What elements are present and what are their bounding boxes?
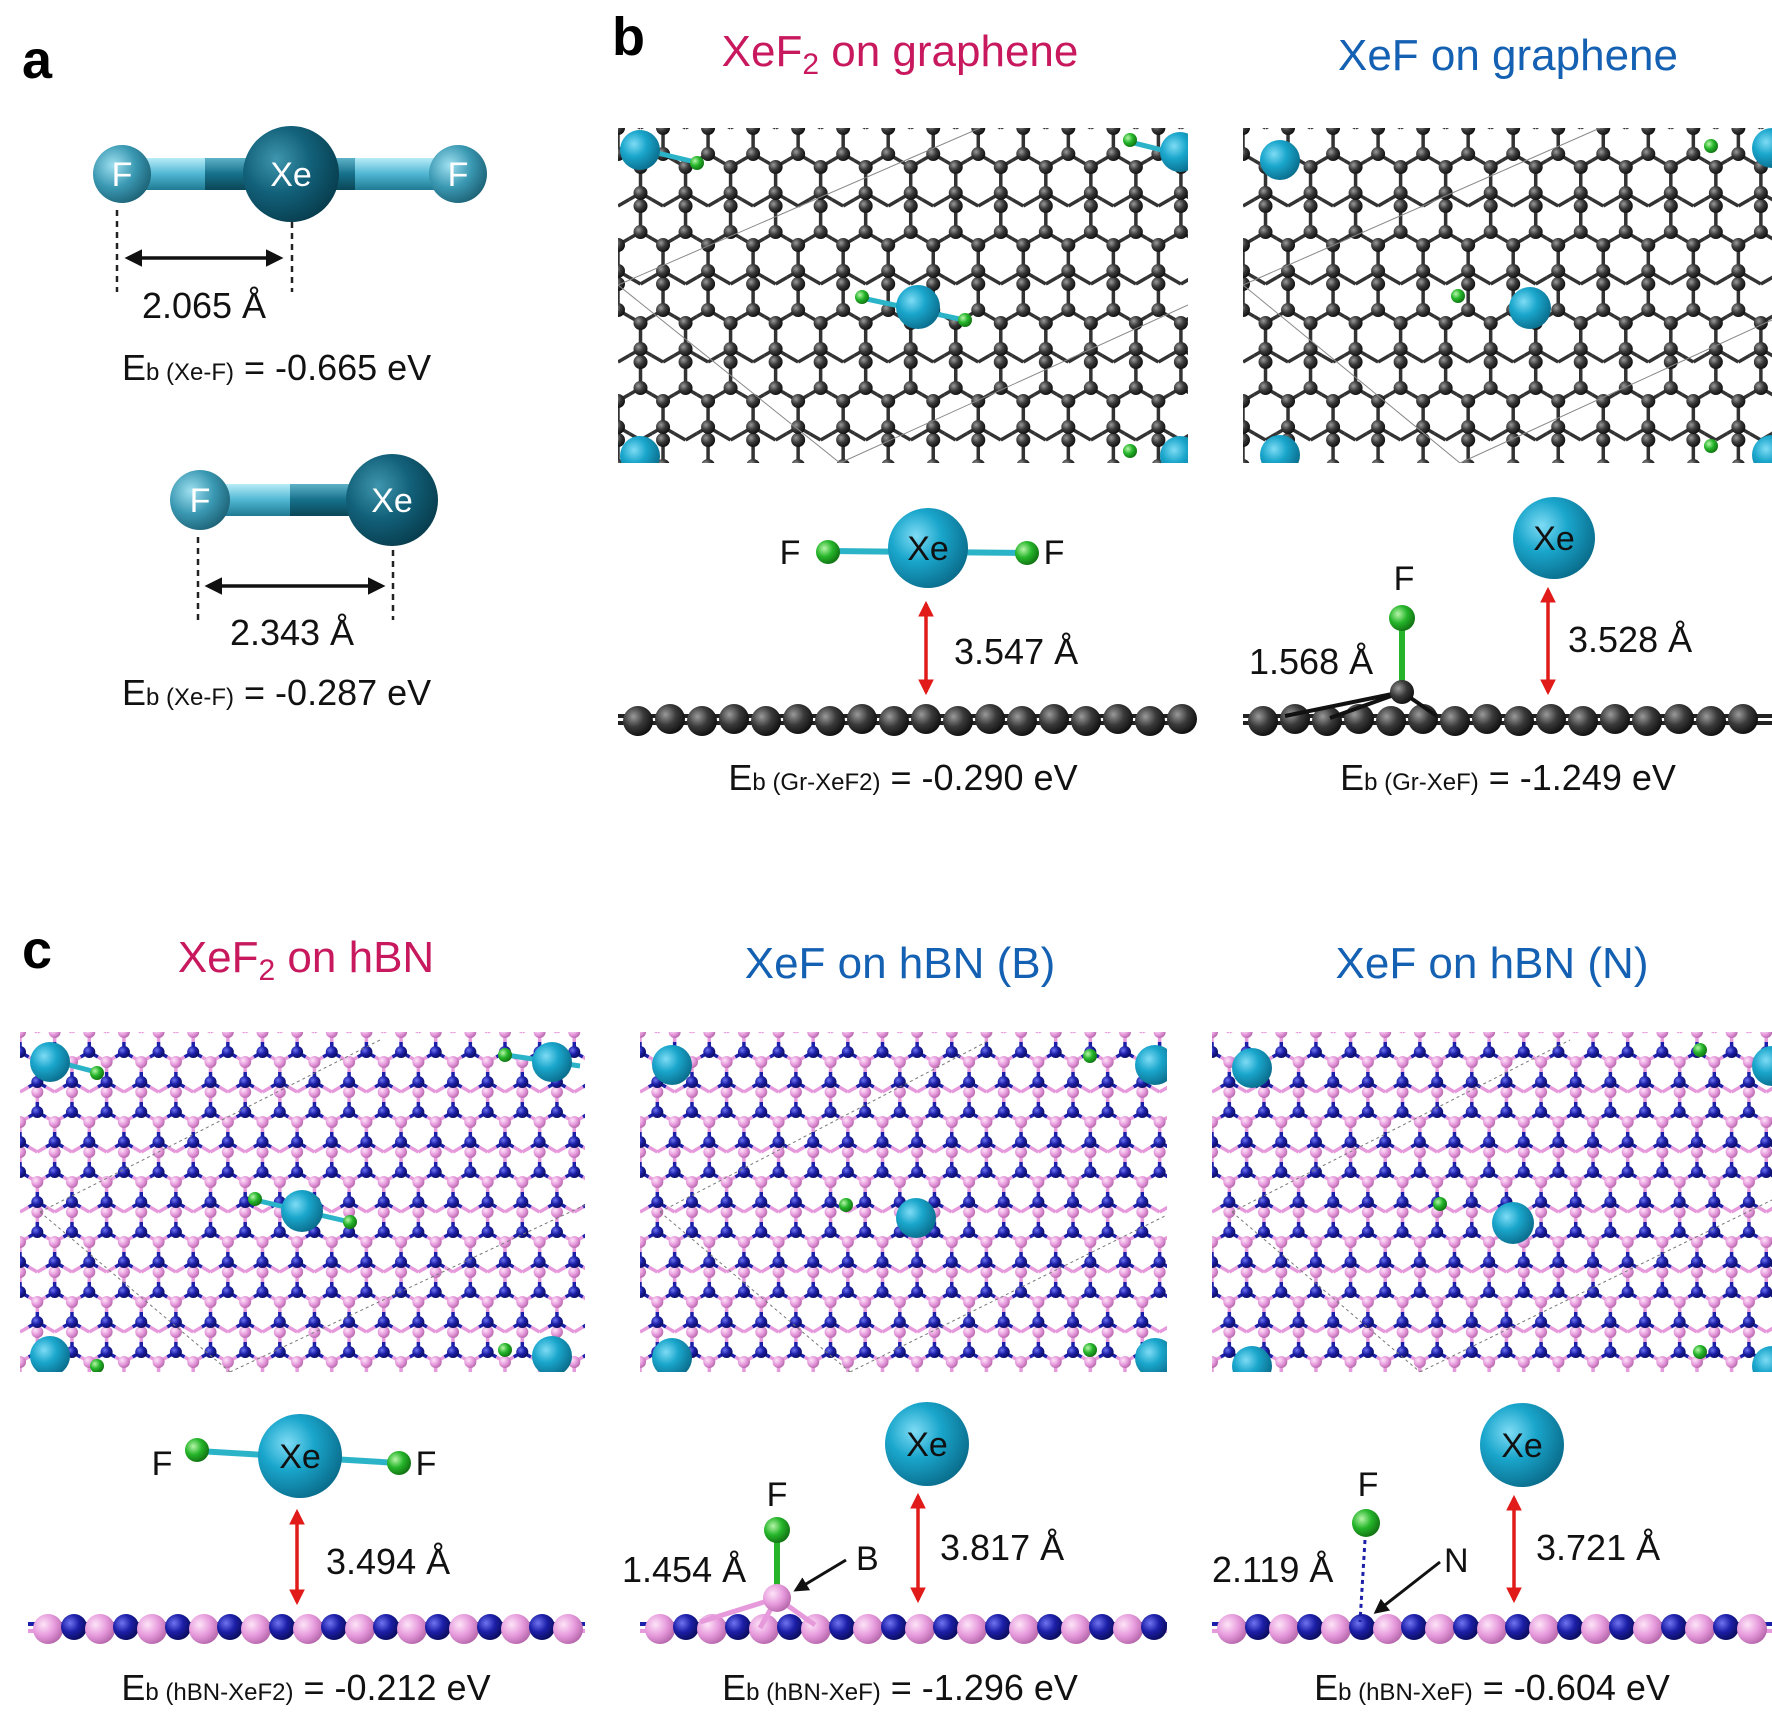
xef-bond-length: 2.343 Å — [230, 612, 354, 653]
xe-atom — [888, 508, 968, 588]
adsorption-height: 3.547 Å — [954, 631, 1078, 672]
xef2-isolated-molecule: F Xe F 2.065 Å Eb (Xe-F) = -0.665 eV — [93, 126, 487, 388]
f-atom — [1352, 1509, 1380, 1537]
graphene-side-view-xef2: F Xe F 3.547 Å Eb (Gr-XeF2) = -0.290 eV — [618, 508, 1197, 798]
graphene-top-view-xef2 — [618, 128, 1188, 463]
site-pointer-arrow — [793, 1558, 847, 1592]
graphene-side-view-xef: Xe F 1.568 Å 3.528 Å Eb (Gr-XeF) = -1.24… — [1243, 497, 1772, 798]
panel-b-right-binding-energy: Eb (Gr-XeF) = -1.249 eV — [1340, 757, 1676, 798]
hbn-side-view-xef-b: Xe F 1.454 Å B 3.817 Å Eb (hBN-XeF) = -1… — [622, 1402, 1167, 1708]
panel-b-left-title: XeF2 on graphene — [722, 27, 1079, 81]
f-atom-left — [93, 145, 151, 203]
f-label: F — [190, 482, 211, 520]
hbn-top-view-xef-b — [640, 1032, 1167, 1372]
site-label-b: B — [856, 1540, 879, 1578]
f-right-label: F — [416, 1445, 437, 1483]
xe-atom — [1480, 1403, 1564, 1487]
cell-outline — [659, 1039, 1167, 1372]
xe-atom — [243, 126, 339, 222]
f-left-label: F — [112, 156, 133, 194]
f-left-label: F — [152, 1445, 173, 1483]
xe-label: Xe — [1533, 520, 1575, 558]
panel-c-right-binding-energy: Eb (hBN-XeF) = -0.604 eV — [1314, 1667, 1670, 1708]
panel-b-left-binding-energy: Eb (Gr-XeF2) = -0.290 eV — [728, 757, 1077, 798]
lifted-boron-atom — [763, 1584, 791, 1612]
lifted-carbon-atom — [1390, 680, 1414, 704]
xe-label: Xe — [371, 482, 413, 520]
xe-label: Xe — [906, 1426, 948, 1464]
hbn-top-view-xef2 — [20, 1032, 585, 1372]
cell-outline — [39, 1039, 585, 1372]
c-f-bond-length: 1.568 Å — [1249, 641, 1373, 682]
adsorption-height: 3.494 Å — [326, 1541, 450, 1582]
hbn-honeycomb-lattice — [1212, 1032, 1772, 1372]
adsorption-height: 3.721 Å — [1536, 1527, 1660, 1568]
f-atom-right — [1015, 541, 1039, 565]
xe-atom — [1513, 497, 1595, 579]
hbn-side-view-xef2: F Xe F 3.494 Å Eb (hBN-XeF2) = -0.212 eV — [28, 1414, 585, 1708]
f-right-label: F — [448, 156, 469, 194]
graphene-side-layer — [618, 704, 1197, 736]
adsorption-height: 3.817 Å — [940, 1527, 1064, 1568]
f-atom-right — [429, 145, 487, 203]
cell-outline — [1243, 128, 1772, 463]
xe-label: Xe — [270, 156, 312, 194]
panel-c-letter: c — [22, 920, 52, 980]
xef-isolated-molecule: F Xe 2.343 Å Eb (Xe-F) = -0.287 eV — [122, 454, 438, 713]
hbn-side-view-xef-n: Xe F 2.119 Å N 3.721 Å Eb (hBN-XeF) = -0… — [1212, 1403, 1772, 1708]
panel-b: b XeF2 on graphene XeF on graphene — [612, 7, 1772, 798]
f-atom-left — [816, 540, 840, 564]
panel-b-right-title: XeF on graphene — [1338, 31, 1678, 80]
cell-outline — [1231, 1039, 1772, 1372]
panel-c-right-title: XeF on hBN (N) — [1336, 939, 1649, 988]
panel-c-left-binding-energy: Eb (hBN-XeF2) = -0.212 eV — [121, 1667, 490, 1708]
panel-c-middle-binding-energy: Eb (hBN-XeF) = -1.296 eV — [722, 1667, 1078, 1708]
n-f-distance: 2.119 Å — [1212, 1549, 1333, 1590]
f-atom-left — [185, 1438, 209, 1462]
xe-label: Xe — [279, 1438, 321, 1476]
hbn-honeycomb-lattice — [20, 1032, 585, 1372]
f-label: F — [1358, 1466, 1379, 1504]
hbn-side-layer — [28, 1614, 585, 1644]
adsorption-height: 3.528 Å — [1568, 619, 1692, 660]
f-atom — [1389, 605, 1415, 631]
b-f-bond-length: 1.454 Å — [622, 1549, 746, 1590]
hbn-top-view-xef-n — [1212, 1032, 1772, 1372]
f-left-label: F — [780, 534, 801, 572]
xef2-bond-length: 2.065 Å — [142, 285, 266, 326]
site-label-n: N — [1444, 1542, 1469, 1580]
f-right-label: F — [1044, 534, 1065, 572]
f-atom — [764, 1517, 790, 1543]
f-atom-right — [387, 1451, 411, 1475]
hbn-honeycomb-lattice — [640, 1032, 1167, 1372]
hbn-side-layer — [640, 1614, 1167, 1644]
f-atom — [170, 470, 230, 530]
hbn-side-layer — [1212, 1614, 1772, 1644]
panel-c: c XeF2 on hBN XeF on hBN (B) XeF on hBN … — [20, 920, 1772, 1708]
panel-c-middle-title: XeF on hBN (B) — [745, 939, 1056, 988]
graphene-top-view-xef — [1243, 128, 1772, 463]
cell-outline — [618, 128, 1188, 463]
xef2-binding-energy: Eb (Xe-F) = -0.665 eV — [122, 347, 431, 388]
panel-a: a F Xe F 2.065 Å Eb (Xe-F) = -0.665 eV — [22, 30, 487, 713]
xe-atom — [885, 1402, 969, 1486]
xe-atom — [346, 454, 438, 546]
panel-a-letter: a — [22, 30, 53, 90]
f-label: F — [767, 1476, 788, 1514]
site-pointer-arrow — [1373, 1560, 1441, 1614]
xef-binding-energy: Eb (Xe-F) = -0.287 eV — [122, 672, 431, 713]
xe-label: Xe — [907, 530, 949, 568]
panel-b-letter: b — [612, 7, 645, 67]
xe-label: Xe — [1501, 1427, 1543, 1465]
panel-c-left-title: XeF2 on hBN — [178, 933, 434, 987]
xe-atom — [258, 1414, 342, 1498]
graphene-honeycomb-lattice — [1243, 128, 1772, 463]
f-label: F — [1394, 560, 1415, 598]
